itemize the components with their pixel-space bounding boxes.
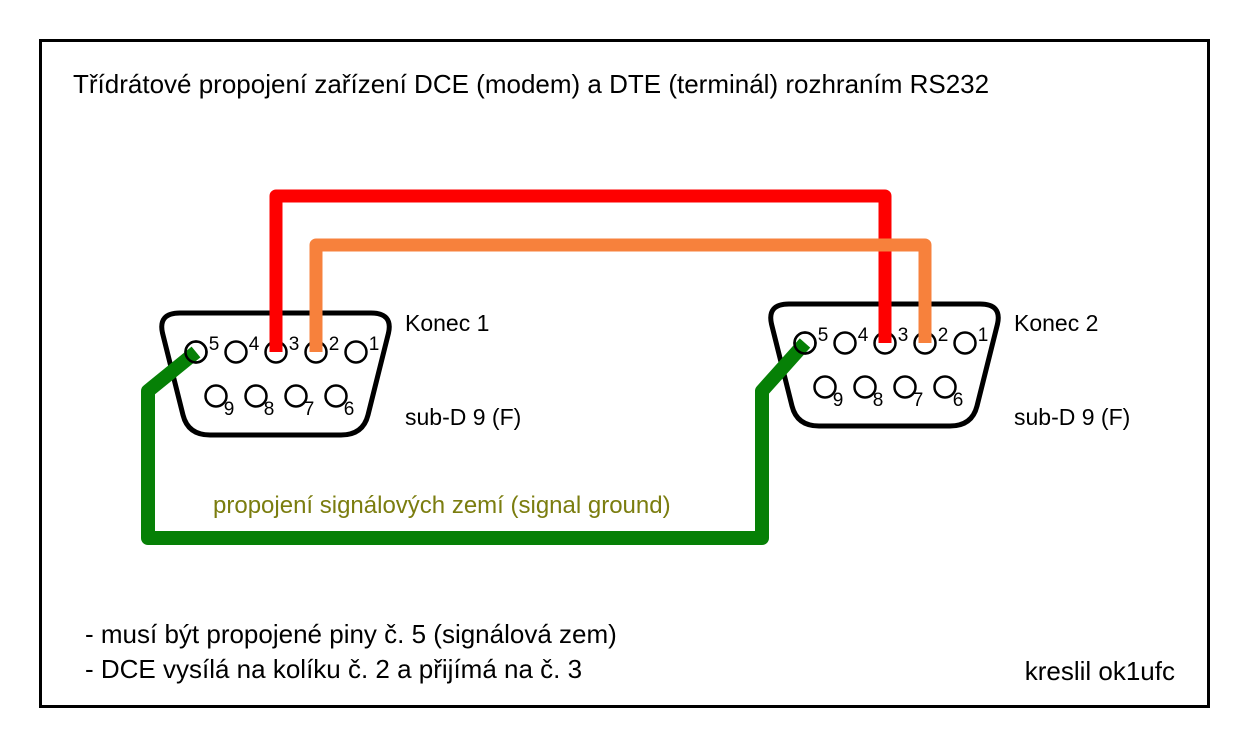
connector-2-pin-7 <box>893 375 917 399</box>
connector-1-pin-7 <box>284 384 308 408</box>
connector-2-pin-label-9: 9 <box>833 390 844 411</box>
connector-2-pin-label-6: 6 <box>953 390 964 411</box>
connector-1-pin-label-4: 4 <box>249 334 260 355</box>
connector-2: 5 4 3 2 1 9 8 7 6 <box>768 301 1001 429</box>
connector-2-pin-label-1: 1 <box>978 325 989 346</box>
connector-1-pin-label-2: 2 <box>329 334 340 355</box>
wire-green-signal-ground <box>141 338 811 545</box>
connector-2-type: sub-D 9 (F) <box>1014 404 1130 430</box>
connector-2-pin-label-2: 2 <box>938 325 949 346</box>
connector-1-pin-label-8: 8 <box>264 399 275 420</box>
wire-orange-pin2-pin2 <box>309 238 932 352</box>
wire-red-pin3-pin3 <box>269 189 892 352</box>
author-credit: kreslil ok1ufc <box>1024 656 1175 686</box>
connector-2-pin-label-8: 8 <box>873 390 884 411</box>
connector-2-pin-label-3: 3 <box>898 325 909 346</box>
connector-1-type: sub-D 9 (F) <box>405 404 521 430</box>
connector-1-pin-1 <box>344 340 368 364</box>
connector-1-pin-label-7: 7 <box>304 399 315 420</box>
connector-2-pin-5-ring <box>793 331 817 355</box>
connector-1-pin-label-3: 3 <box>289 334 300 355</box>
connector-2-pin-6 <box>933 375 957 399</box>
note-line-2: - DCE vysílá na kolíku č. 2 a přijímá na… <box>85 654 583 684</box>
notes: - musí být propojené piny č. 5 (signálov… <box>85 617 617 687</box>
connector-1-pin-8 <box>244 384 268 408</box>
connector-2-pin-9 <box>813 375 837 399</box>
connector-2-name: Konec 2 <box>1014 310 1098 336</box>
connector-2-pin-8 <box>853 375 877 399</box>
connector-1-pin-5-ring <box>184 340 208 364</box>
connector-2-pin-label-7: 7 <box>913 390 924 411</box>
signal-ground-label: propojení signálových zemí (signal groun… <box>213 492 671 519</box>
connector-1-pin-6 <box>324 384 348 408</box>
connector-1-pin-label-1: 1 <box>369 334 380 355</box>
connector-1-pin-label-9: 9 <box>224 399 235 420</box>
diagram-title: Třídrátové propojení zařízení DCE (modem… <box>73 69 990 99</box>
connector-2-pin-1 <box>953 331 977 355</box>
connector-1-pin-4 <box>224 340 248 364</box>
connector-1-pin-label-5: 5 <box>209 334 220 355</box>
connector-1-name: Konec 1 <box>405 310 489 336</box>
connector-2-pin-label-4: 4 <box>858 325 869 346</box>
connector-2-pin-4 <box>833 331 857 355</box>
connector-2-pin-label-5: 5 <box>818 325 829 346</box>
connector-1-pin-9 <box>204 384 228 408</box>
note-line-1: - musí být propojené piny č. 5 (signálov… <box>85 619 617 649</box>
connector-1-pin-label-6: 6 <box>344 399 355 420</box>
